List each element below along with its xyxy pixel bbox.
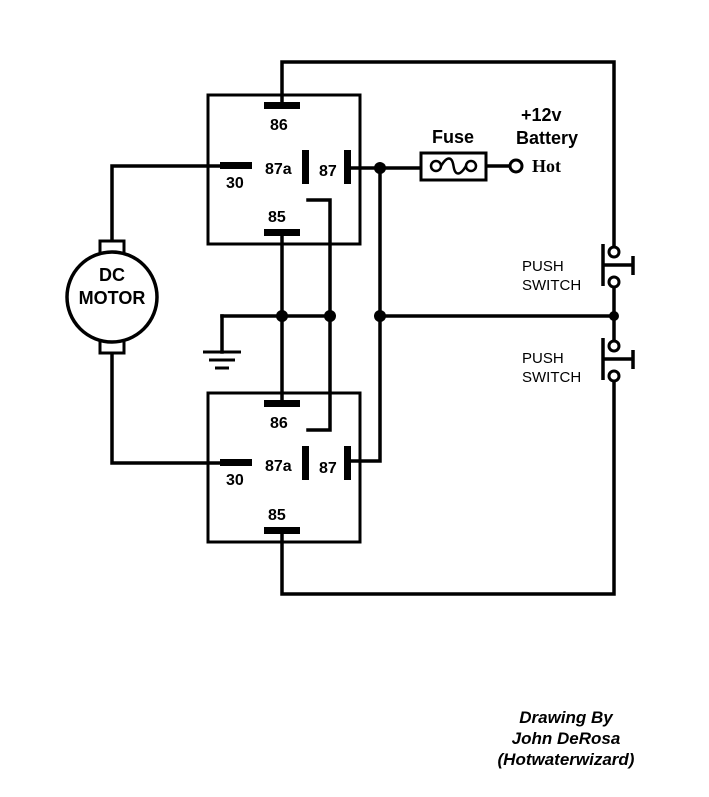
relay-top-pin-87a xyxy=(302,150,309,184)
relay-top-label-86: 86 xyxy=(270,117,288,134)
relay-top-pin-30 xyxy=(220,162,252,169)
push-switch-2-label-line1: PUSH xyxy=(522,350,564,367)
battery-label: Battery xyxy=(516,128,578,148)
relay-top-label-30: 30 xyxy=(226,175,244,192)
relay-bottom-label-30: 30 xyxy=(226,472,244,489)
relay-top-label-87: 87 xyxy=(319,163,337,180)
relay-top-pin-86 xyxy=(264,102,300,109)
relay-top-label-85: 85 xyxy=(268,209,286,226)
relay-top-pin-85 xyxy=(264,229,300,236)
ground-icon xyxy=(203,350,241,370)
relay-top-label-87a: 87a xyxy=(265,161,292,178)
junction-dot xyxy=(609,311,619,321)
junction-dot xyxy=(276,310,288,322)
relay-bottom-pin-86 xyxy=(264,400,300,407)
push-switch-1-label-line2: SWITCH xyxy=(522,277,581,294)
relay-bottom-pin-85 xyxy=(264,527,300,534)
credit-line1: Drawing By xyxy=(519,708,614,727)
push-switch-1-label-line1: PUSH xyxy=(522,258,564,275)
relay-top-pin-87 xyxy=(344,150,351,184)
junction-dot xyxy=(324,310,336,322)
motor-body xyxy=(65,250,159,344)
junction-dots xyxy=(276,162,619,322)
relay-bottom-label-87a: 87a xyxy=(265,458,292,475)
fuse-icon xyxy=(419,151,488,182)
relay-bottom-housing xyxy=(206,391,362,544)
battery-voltage-label: +12v xyxy=(521,105,562,125)
relay-bottom-pin-30 xyxy=(220,459,252,466)
relay-bottom-pin-87a xyxy=(302,446,309,480)
push-switch-2-icon xyxy=(601,338,635,383)
relay-bottom-pins xyxy=(220,400,351,534)
relay-bottom-label-86: 86 xyxy=(270,415,288,432)
credit-line3: (Hotwaterwizard) xyxy=(498,750,635,769)
credit-line2: John DeRosa xyxy=(512,729,621,748)
relay-bottom-pin-87 xyxy=(344,446,351,480)
dc-motor: DC MOTOR xyxy=(65,239,159,355)
relay-bottom-label-87: 87 xyxy=(319,460,337,477)
motor-label-line2: MOTOR xyxy=(79,288,146,308)
push-switch-1-icon xyxy=(601,244,635,289)
junction-dot xyxy=(374,310,386,322)
push-switch-2-label-line2: SWITCH xyxy=(522,369,581,386)
fuse-label: Fuse xyxy=(432,127,474,147)
motor-label-line1: DC xyxy=(99,265,125,285)
battery-terminal-label: Hot xyxy=(532,156,561,176)
battery-terminal-icon xyxy=(508,158,524,174)
relay-top-pins xyxy=(220,102,351,236)
relay-bottom-label-85: 85 xyxy=(268,507,286,524)
junction-dot xyxy=(374,162,386,174)
